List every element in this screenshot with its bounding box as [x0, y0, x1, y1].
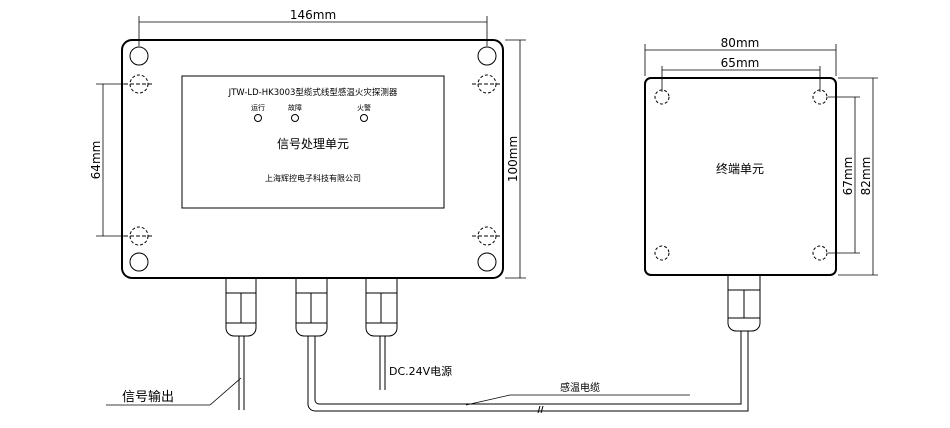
terminal-unit-name: 终端单元 [716, 161, 764, 176]
dim-65mm: 65mm [721, 56, 760, 70]
leader-lines [106, 377, 690, 406]
cables [238, 331, 749, 414]
indicator-label-run: 运行 [251, 103, 265, 112]
mount-holes [124, 46, 502, 272]
power-label: DC.24V电源 [389, 364, 452, 378]
dim-80mm: 80mm [721, 36, 760, 50]
indicator-label-fire: 火警 [357, 103, 371, 112]
dimension-lines-terminal [644, 44, 878, 276]
signal-output-label: 信号输出 [122, 389, 174, 405]
sensing-cable-label: 感温电缆 [560, 381, 600, 394]
indicator-leds [254, 114, 368, 122]
dimension-lines-main [96, 16, 526, 279]
cable-glands [225, 274, 761, 337]
terminal-unit [644, 77, 837, 276]
company-name: 上海辉控电子科技有限公司 [265, 173, 361, 183]
model-title: JTW-LD-HK3003型缆式线型感温火灾探测器 [228, 87, 398, 98]
dim-100mm: 100mm [506, 136, 520, 182]
indicator-label-fault: 故障 [288, 103, 302, 112]
dim-82mm: 82mm [859, 157, 873, 196]
dim-146mm: 146mm [290, 8, 336, 22]
dim-64mm: 64mm [89, 141, 103, 180]
dim-67mm: 67mm [841, 157, 855, 196]
unit-name: 信号处理单元 [277, 137, 349, 151]
signal-processing-unit [121, 39, 504, 279]
